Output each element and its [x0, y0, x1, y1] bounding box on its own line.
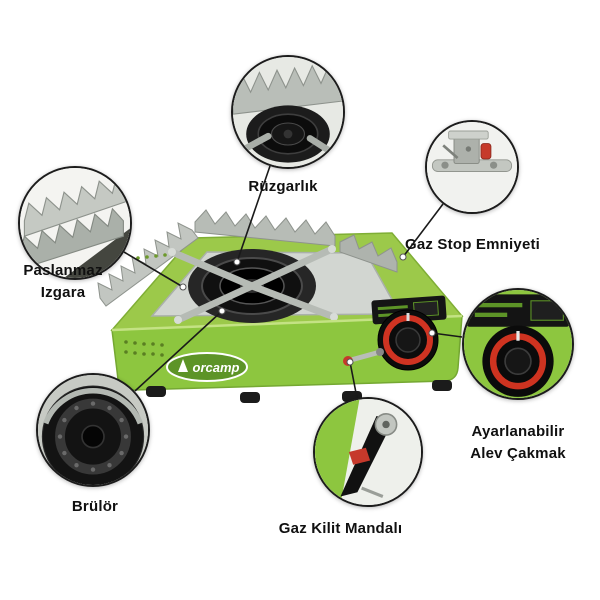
brand-logo-text: orcamp: [193, 360, 240, 375]
windshield-left-plate: [97, 222, 199, 307]
windshield-back-plate: [194, 209, 336, 247]
callout-circle-latch: [313, 397, 423, 507]
brand-flame-icon: [178, 359, 188, 372]
callout-label-windshield: Rüzgarlık: [248, 178, 318, 195]
latch-detail-image: [315, 399, 421, 505]
windshield-right-plate: [339, 234, 398, 273]
leader-line-grate: [123, 251, 184, 288]
callout-label-grate: Paslanmaz Izgara: [23, 262, 103, 301]
grate-detail-image: [20, 168, 130, 278]
gas-stop-detail-image: [427, 122, 517, 212]
callout-label-latch: Gaz Kilit Mandalı: [278, 520, 403, 537]
pan-support-arms: [168, 245, 338, 324]
leader-line-gas-stop: [402, 203, 444, 258]
callout-label-burner: Brülör: [71, 498, 119, 515]
burner-detail-image: [38, 375, 148, 485]
brand-badge: orcamp: [166, 352, 248, 382]
windshield-detail-image: [233, 57, 343, 167]
callout-circle-windshield: [231, 55, 345, 169]
callout-circle-grate: [18, 166, 132, 280]
flame-control-knob: [377, 309, 439, 371]
igniter-detail-image: [464, 290, 572, 398]
leader-line-latch: [349, 361, 358, 399]
leader-line-windshield: [236, 165, 271, 263]
vent-holes: [124, 253, 167, 357]
callout-label-igniter: Ayarlanabilir Alev Çakmak: [470, 423, 566, 462]
leader-line-burner: [134, 310, 223, 392]
gas-lock-lever: [343, 348, 384, 366]
callout-circle-igniter: [462, 288, 574, 400]
callout-circle-burner: [36, 373, 150, 487]
leader-dot-igniter: [428, 329, 436, 337]
callout-label-gas-stop: Gaz Stop Emniyeti: [404, 236, 541, 253]
leader-line-igniter: [431, 332, 463, 338]
callout-circle-gas-stop: [425, 120, 519, 214]
leader-dot-windshield: [233, 258, 241, 266]
leader-dot-latch: [346, 358, 354, 366]
leader-dot-gas-stop: [399, 253, 407, 261]
leader-dot-burner: [218, 307, 226, 315]
leader-dot-grate: [179, 283, 187, 291]
